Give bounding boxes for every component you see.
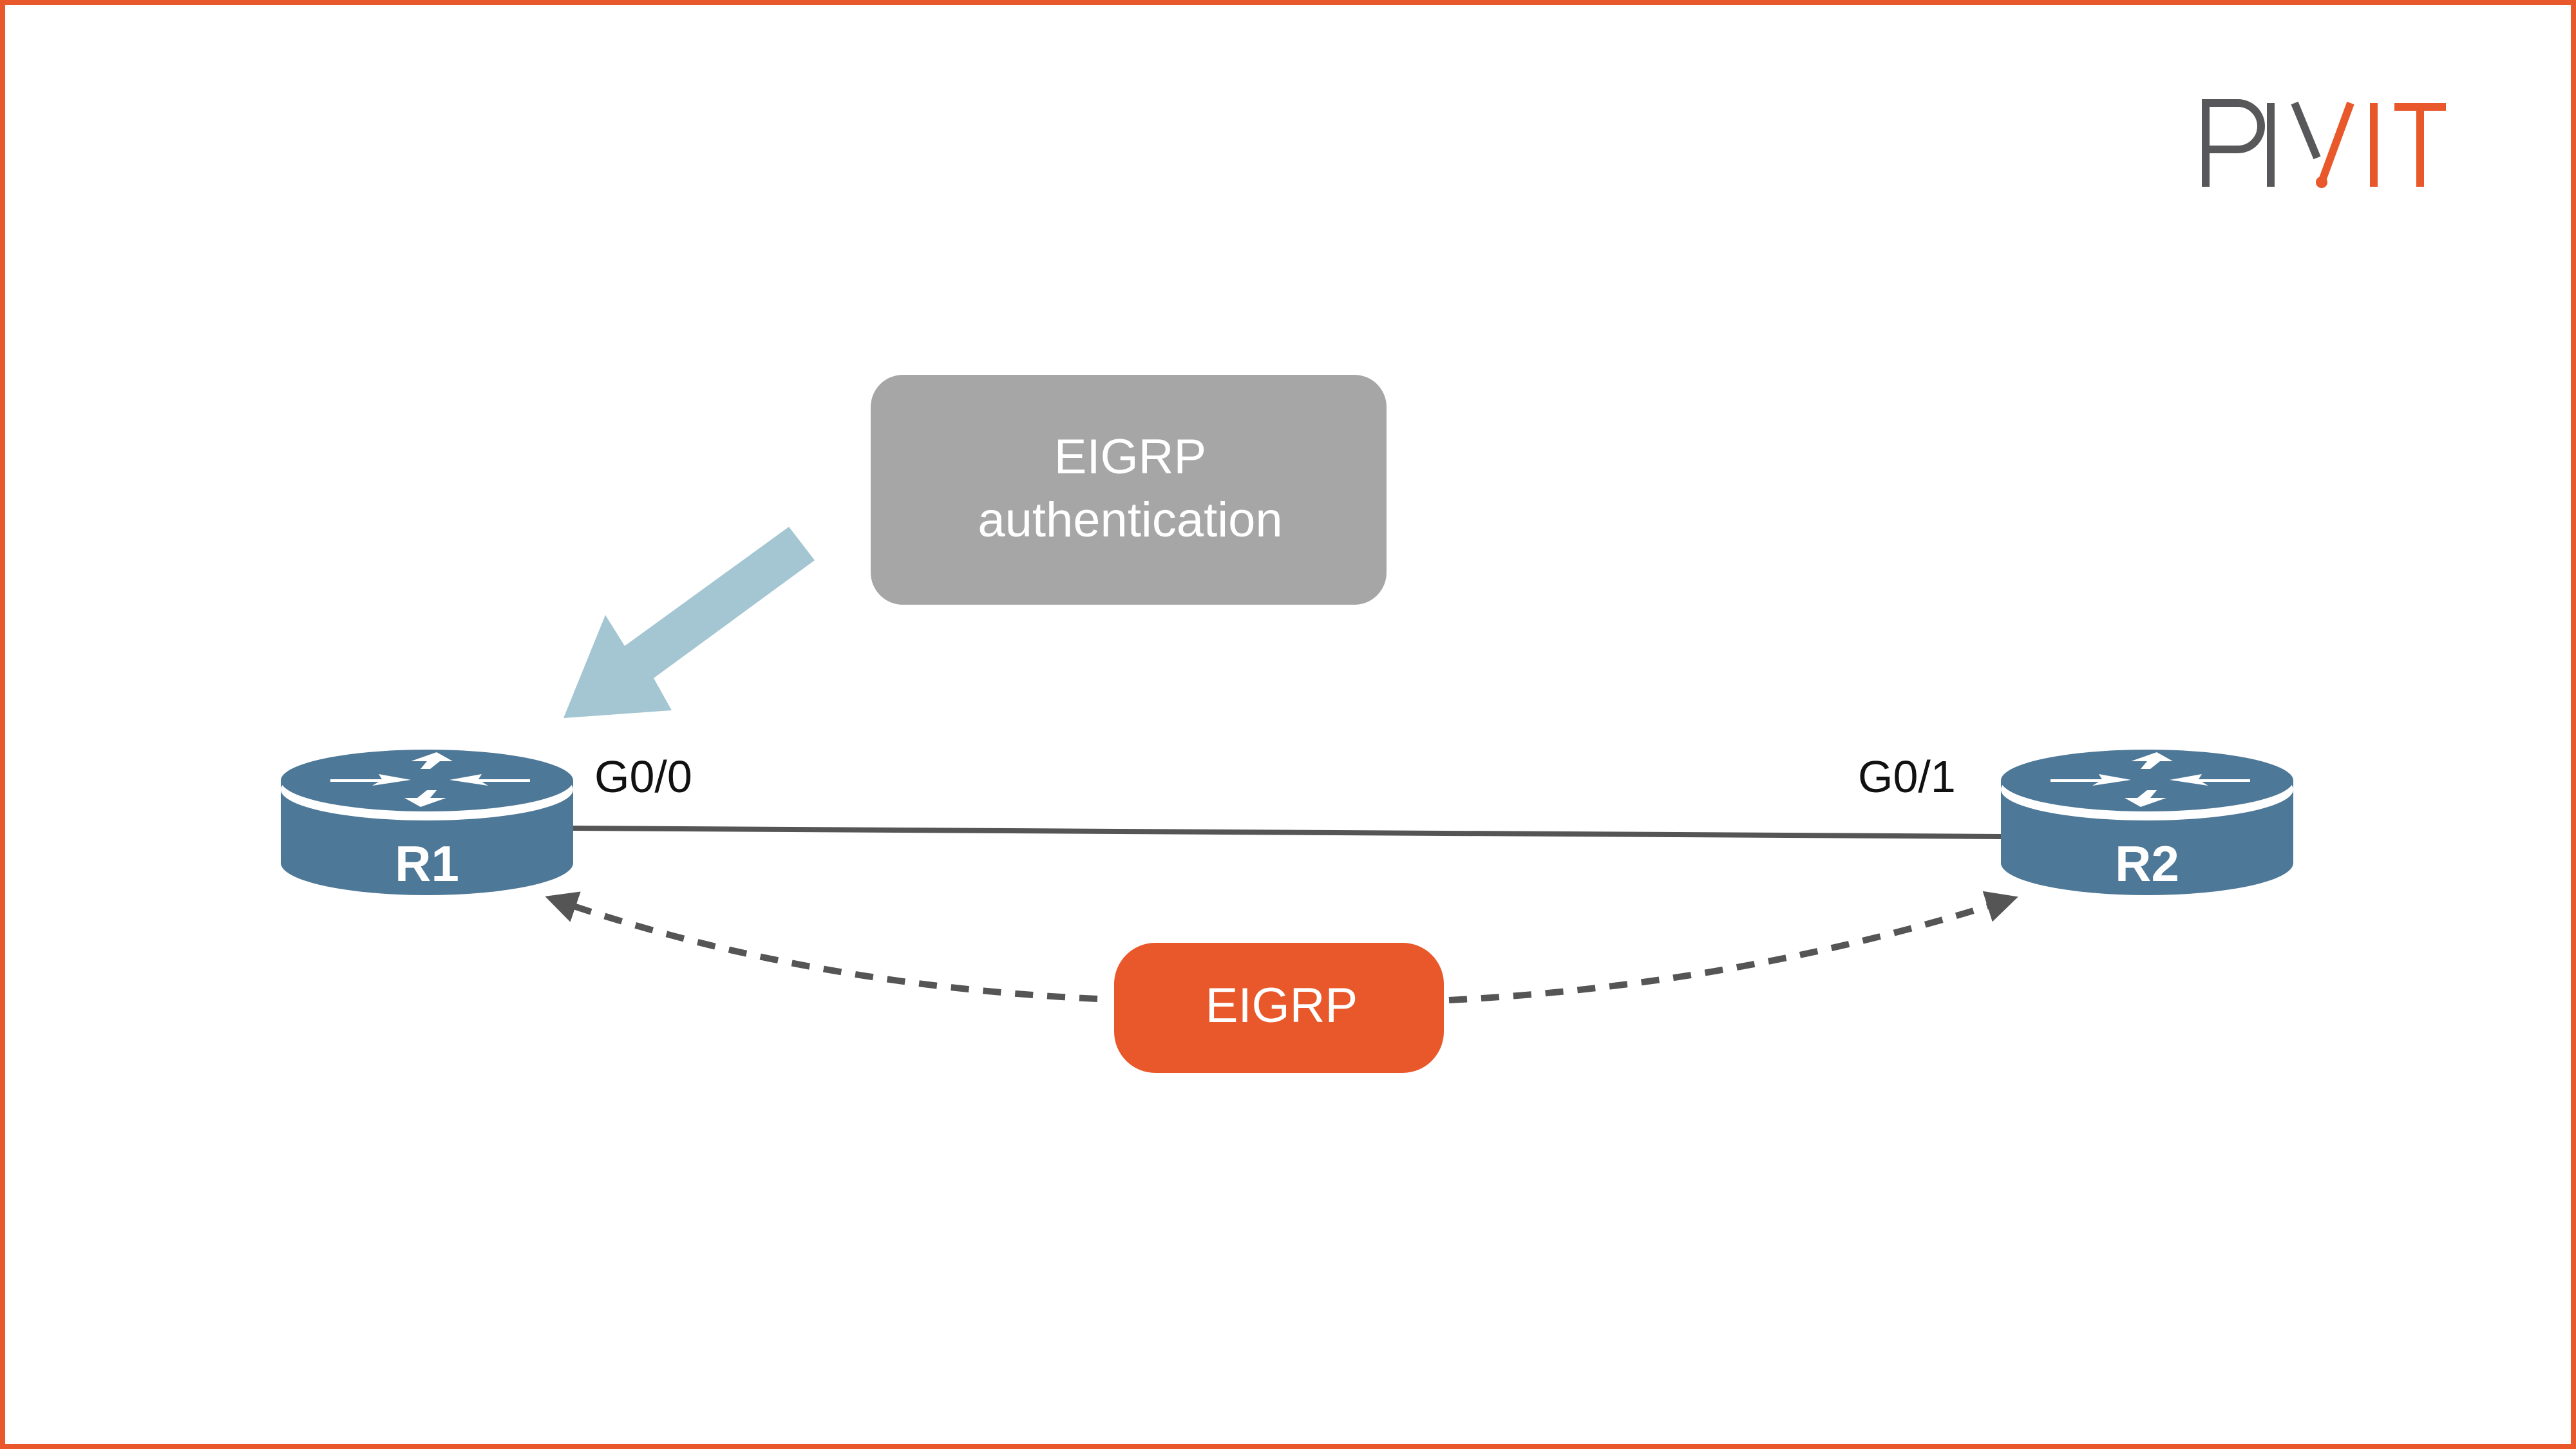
router-label: R2: [2115, 835, 2179, 892]
eigrp-authentication-callout: [871, 375, 1387, 605]
eigrp-flow-to-r1: [545, 891, 1098, 1002]
router-r2[interactable]: R2: [2001, 750, 2293, 895]
router-label: R1: [395, 835, 459, 892]
pivit-logo: [2202, 99, 2446, 188]
callout-line2: authentication: [978, 493, 1282, 547]
eigrp-protocol-badge: [1114, 943, 1444, 1073]
interface-label: G0/0: [594, 752, 692, 802]
pointer-arrow-icon: [564, 527, 815, 718]
eigrp-label: EIGRP: [1206, 978, 1358, 1033]
link-r1-r2: [573, 826, 2002, 839]
callout-line1: EIGRP: [1054, 430, 1207, 484]
interface-label: G0/1: [1858, 752, 1956, 802]
router-r1[interactable]: R1: [281, 750, 573, 895]
eigrp-flow-to-r2: [1448, 891, 2018, 1003]
